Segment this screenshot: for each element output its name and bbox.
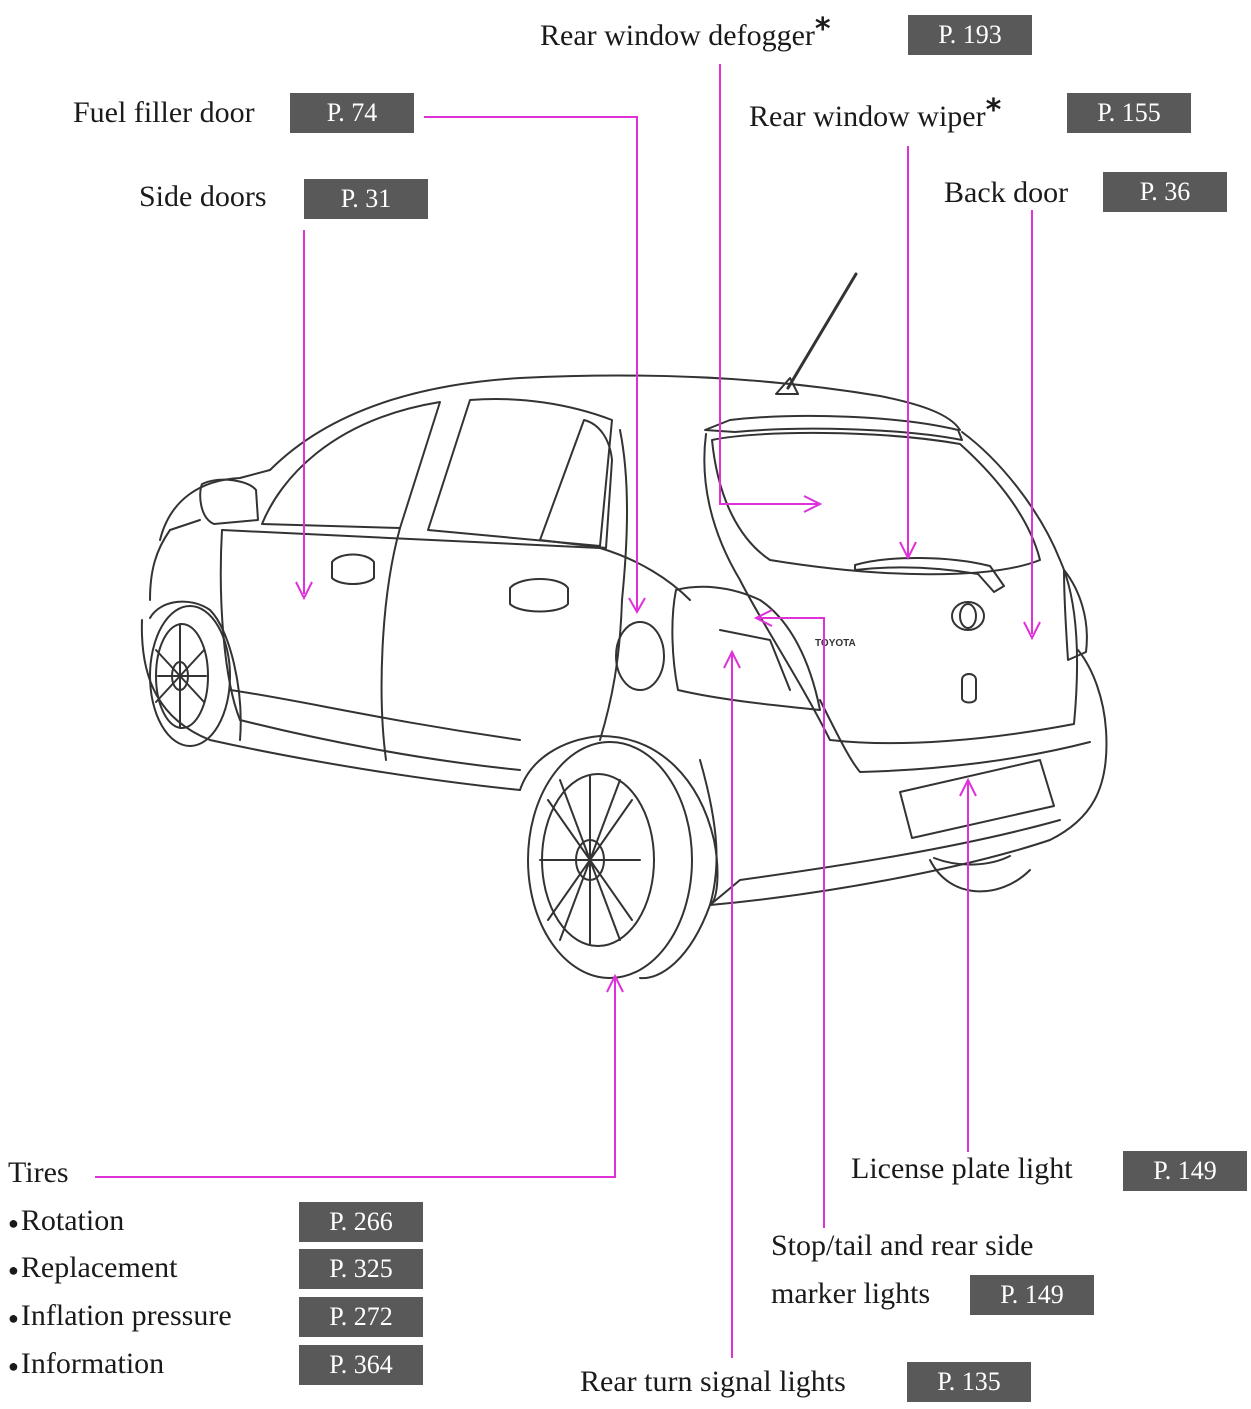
car-badge: TOYOTA [815, 638, 856, 649]
side-doors-label: Side doors [139, 180, 267, 214]
tires-item-information: ●Information [8, 1347, 164, 1383]
option-asterisk: * [986, 93, 1002, 128]
rear-turn-signal-page[interactable]: P. 135 [907, 1362, 1031, 1402]
license-plate-light-label: License plate light [851, 1152, 1073, 1186]
side-doors-page[interactable]: P. 31 [304, 179, 428, 219]
tires-replacement-page[interactable]: P. 325 [299, 1249, 423, 1289]
rear-window-defogger-label: Rear window defogger* [540, 19, 831, 53]
bullet-icon: ● [8, 1308, 19, 1328]
tires-rotation-page[interactable]: P. 266 [299, 1202, 423, 1242]
tires-item-inflation: ●Inflation pressure [8, 1299, 232, 1335]
rear-window-wiper-text: Rear window wiper [749, 100, 986, 133]
license-plate-light-page[interactable]: P. 149 [1123, 1151, 1247, 1191]
tires-item-label: Replacement [21, 1251, 178, 1284]
rear-window-wiper-label: Rear window wiper* [749, 100, 1001, 134]
rear-turn-signal-label: Rear turn signal lights [580, 1365, 846, 1399]
bullet-icon: ● [8, 1356, 19, 1376]
tires-label: Tires [8, 1156, 69, 1190]
rear-window-defogger-text: Rear window defogger [540, 19, 815, 52]
tires-item-label: Inflation pressure [21, 1299, 232, 1332]
stop-tail-lights-label-line2: marker lights [771, 1277, 930, 1311]
rear-window-wiper-page[interactable]: P. 155 [1067, 93, 1191, 133]
tires-inflation-page[interactable]: P. 272 [299, 1297, 423, 1337]
tires-item-rotation: ●Rotation [8, 1204, 124, 1240]
fuel-filler-door-label: Fuel filler door [73, 96, 255, 130]
tires-item-label: Rotation [21, 1204, 124, 1237]
tires-information-page[interactable]: P. 364 [299, 1345, 423, 1385]
leader-arrowheads [296, 496, 1040, 992]
stop-tail-lights-page[interactable]: P. 149 [970, 1275, 1094, 1315]
back-door-label: Back door [944, 176, 1068, 210]
rear-window-defogger-page[interactable]: P. 193 [908, 15, 1032, 55]
back-door-page[interactable]: P. 36 [1103, 172, 1227, 212]
car-outline [142, 274, 1107, 978]
fuel-filler-door-page[interactable]: P. 74 [290, 93, 414, 133]
option-asterisk: * [815, 12, 831, 47]
tires-item-replacement: ●Replacement [8, 1251, 177, 1287]
bullet-icon: ● [8, 1213, 19, 1233]
tires-item-label: Information [21, 1347, 164, 1380]
bullet-icon: ● [8, 1260, 19, 1280]
stop-tail-lights-label-line1: Stop/tail and rear side [771, 1229, 1033, 1263]
